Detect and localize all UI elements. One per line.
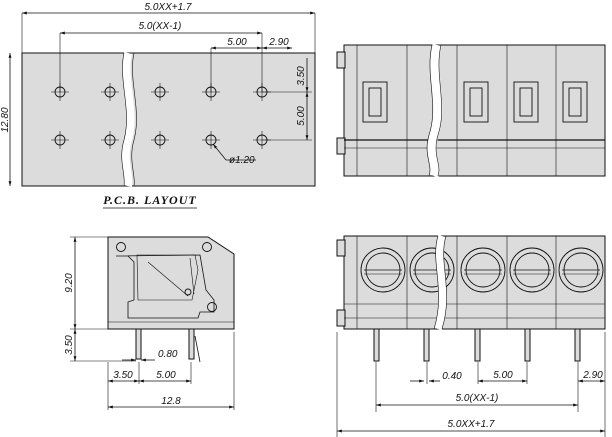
side-view: 9.20 3.50 0.80 3.50 5.00 12.8 <box>64 236 235 410</box>
top-view-body <box>343 44 606 177</box>
pcb-hole-diameter-label: ø1.20 <box>229 155 255 166</box>
side-depth-label: 12.8 <box>161 396 181 407</box>
side-height-below-label: 3.50 <box>64 335 75 355</box>
front-view-screws <box>360 247 604 293</box>
pcb-height-label: 12.80 <box>0 107 11 132</box>
pcb-layout-title: P.C.B. LAYOUT <box>103 193 196 207</box>
top-view-slots <box>362 81 588 123</box>
pcb-overall-width-label: 5.0XX+1.7 <box>145 2 192 13</box>
front-pitch-label: 5.00 <box>493 370 513 381</box>
front-overall-width-label: 5.0XX+1.7 <box>448 419 495 430</box>
pcb-edge-offset-label: 2.90 <box>268 37 289 48</box>
side-view-pin-1 <box>135 328 142 360</box>
top-view <box>336 43 606 178</box>
side-pin-width-label: 0.80 <box>158 349 178 360</box>
side-pin-offset-1-label: 3.50 <box>113 370 133 381</box>
pcb-pitch-label: 5.00 <box>227 37 247 48</box>
side-view-body <box>107 236 235 330</box>
front-view-pins <box>373 328 581 362</box>
front-pitch-span-label: 5.0(XX-1) <box>456 393 499 404</box>
pcb-row-pitch-label: 5.00 <box>296 106 307 126</box>
pcb-layout-view: 5.0XX+1.7 5.0(XX-1) 5.00 2.90 12.80 3.50… <box>0 2 316 209</box>
pcb-row-offset-label: 3.50 <box>296 66 307 86</box>
side-pin-offset-2-label: 5.00 <box>156 370 176 381</box>
side-view-pin-2 <box>188 328 195 360</box>
front-pin-thickness-label: 0.40 <box>442 371 462 382</box>
side-height-above-label: 9.20 <box>64 273 75 293</box>
pcb-outline <box>21 52 316 187</box>
front-edge-offset-label: 2.90 <box>582 370 603 381</box>
pcb-pitch-span-label: 5.0(XX-1) <box>139 21 182 32</box>
front-view: 0.40 5.00 2.90 5.0(XX-1) 5.0XX+1.7 <box>336 234 606 437</box>
front-view-body <box>343 235 606 330</box>
